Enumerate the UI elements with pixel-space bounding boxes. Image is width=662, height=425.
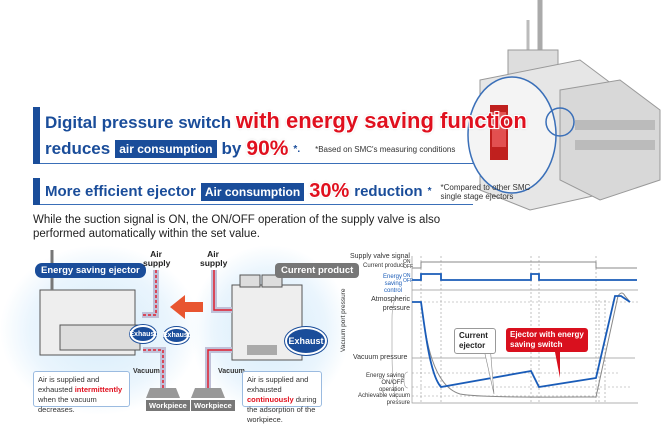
- current-note-red: continuously: [247, 395, 294, 404]
- product-image: [420, 0, 662, 215]
- headline-line1: Digital pressure switch with energy savi…: [45, 108, 527, 134]
- headline-prefix: Digital pressure switch: [45, 113, 232, 132]
- off-label: OFF: [403, 264, 413, 270]
- y-axis-label: Vacuum port pressure: [340, 288, 347, 352]
- ejector-line: More efficient ejector Air consumption 3…: [45, 180, 530, 203]
- ejector-note-2: single stage ejectors: [440, 191, 514, 201]
- current-product-tag: Current product: [275, 263, 360, 278]
- vacuum-label-left: Vacuum: [133, 368, 160, 375]
- air-supply-right: Air supply: [200, 249, 228, 268]
- current-note-a: Air is supplied and exhausted: [247, 375, 309, 394]
- workpiece-left: Workpiece: [146, 400, 190, 411]
- headline-highlight: with energy saving function: [235, 108, 527, 133]
- energy-note-b: when the vacuum decreases.: [38, 395, 97, 414]
- timing-chart: [391, 256, 638, 404]
- measuring-note: *Based on SMC's measuring conditions: [315, 144, 456, 154]
- headline-line2: reduces air consumption by 90% *. *Based…: [45, 137, 455, 161]
- energy-saving-control-label: Energy saving control: [382, 274, 402, 294]
- ejector-prefix: More efficient ejector: [45, 183, 196, 200]
- energy-ejector-callout: Ejector with energy saving switch: [506, 328, 588, 352]
- ejector-30-percent: 30%: [309, 180, 350, 202]
- energy-note-a: Air is supplied and exhausted: [38, 375, 100, 394]
- banner-accent-bar: [33, 107, 40, 164]
- headline-asterisk: *.: [293, 143, 301, 155]
- ejector-asterisk: *: [427, 186, 432, 197]
- air-consumption-pill: air consumption: [115, 140, 217, 158]
- achievable-label: Achievable vacuum pressure: [357, 393, 410, 406]
- current-note-box: Air is supplied and exhausted continuous…: [242, 371, 322, 424]
- ejector-accent-bar: [33, 178, 40, 205]
- vacuum-label-right: Vacuum: [218, 368, 245, 375]
- ejector-pill: Air consumption: [200, 182, 305, 201]
- exhaust-cloud-1: Exhaust: [129, 325, 157, 343]
- vacuum-pressure-label: Vacuum pressure: [353, 354, 408, 361]
- on-label-energy: ON: [403, 273, 411, 279]
- headline-90-percent: 90%: [246, 137, 289, 160]
- energy-saving-ejector-tag: Energy saving ejector: [35, 263, 146, 278]
- headline-by: by: [221, 139, 242, 158]
- ejector-suffix: reduction: [354, 183, 423, 200]
- ejector-banner: [33, 178, 473, 205]
- current-product-label: Current product: [363, 263, 405, 269]
- exhaust-cloud-2: Exhaust: [163, 327, 190, 344]
- headline-banner: [33, 107, 473, 164]
- energy-note-box: Air is supplied and exhausted intermitte…: [33, 371, 130, 414]
- energy-note-red: intermittently: [74, 385, 123, 394]
- off-label-energy: OFF: [403, 278, 413, 284]
- exhaust-cloud-3: Exhaust: [285, 327, 327, 355]
- supply-valve-signal-label: Supply valve signal: [350, 253, 410, 260]
- ejector-note-1: *Compared to other SMC: [440, 182, 531, 192]
- workpiece-right: Workpiece: [191, 400, 235, 411]
- description-text: While the suction signal is ON, the ON/O…: [33, 214, 441, 240]
- on-label: ON: [403, 259, 411, 265]
- air-supply-left: Air supply: [143, 249, 171, 268]
- current-ejector-callout: Current ejector: [454, 328, 496, 354]
- atmospheric-label: Atmospheric pressure: [371, 296, 410, 312]
- energy-onoff-label: Energy saving ON/OFF operation: [365, 373, 404, 393]
- headline-reduces: reduces: [45, 139, 111, 158]
